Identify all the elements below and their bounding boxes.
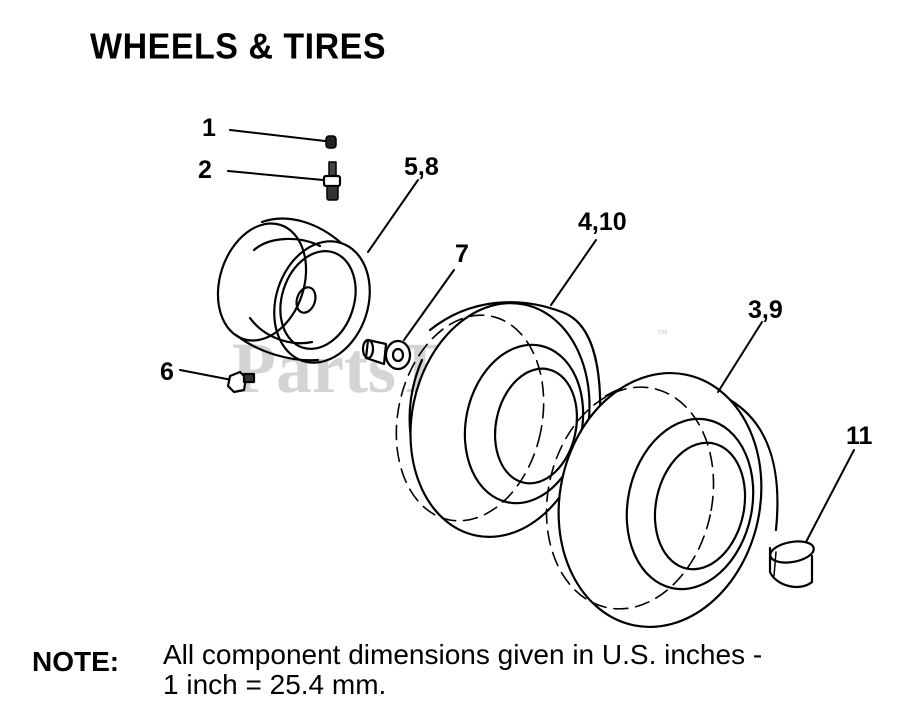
callout-11: 11 bbox=[846, 422, 873, 450]
hub-cap-part bbox=[768, 449, 855, 589]
tire-part-3-9 bbox=[545, 321, 779, 629]
callout-3-9: 3,9 bbox=[748, 296, 783, 324]
diagram-title: WHEELS & TIRES bbox=[90, 27, 387, 67]
valve-stem-part bbox=[227, 161, 342, 201]
valve-cap-part bbox=[229, 129, 337, 149]
callout-5-8: 5,8 bbox=[404, 153, 439, 181]
callout-6: 6 bbox=[160, 358, 174, 386]
note-label: NOTE: bbox=[32, 646, 120, 677]
note-line-2: 1 inch = 25.4 mm. bbox=[163, 669, 387, 700]
callout-4-10: 4,10 bbox=[578, 208, 627, 236]
watermark-trademark: ™ bbox=[656, 327, 668, 341]
note-line-1: All component dimensions given in U.S. i… bbox=[163, 639, 763, 670]
callout-1: 1 bbox=[202, 114, 216, 142]
note-text: All component dimensions given in U.S. i… bbox=[163, 640, 762, 700]
callout-7: 7 bbox=[455, 240, 469, 268]
wheel-rim-part bbox=[216, 179, 419, 364]
bushing-part bbox=[361, 269, 455, 371]
tire-part-4-10 bbox=[395, 239, 602, 538]
grease-fitting-part bbox=[179, 369, 256, 394]
callout-2: 2 bbox=[198, 156, 212, 184]
